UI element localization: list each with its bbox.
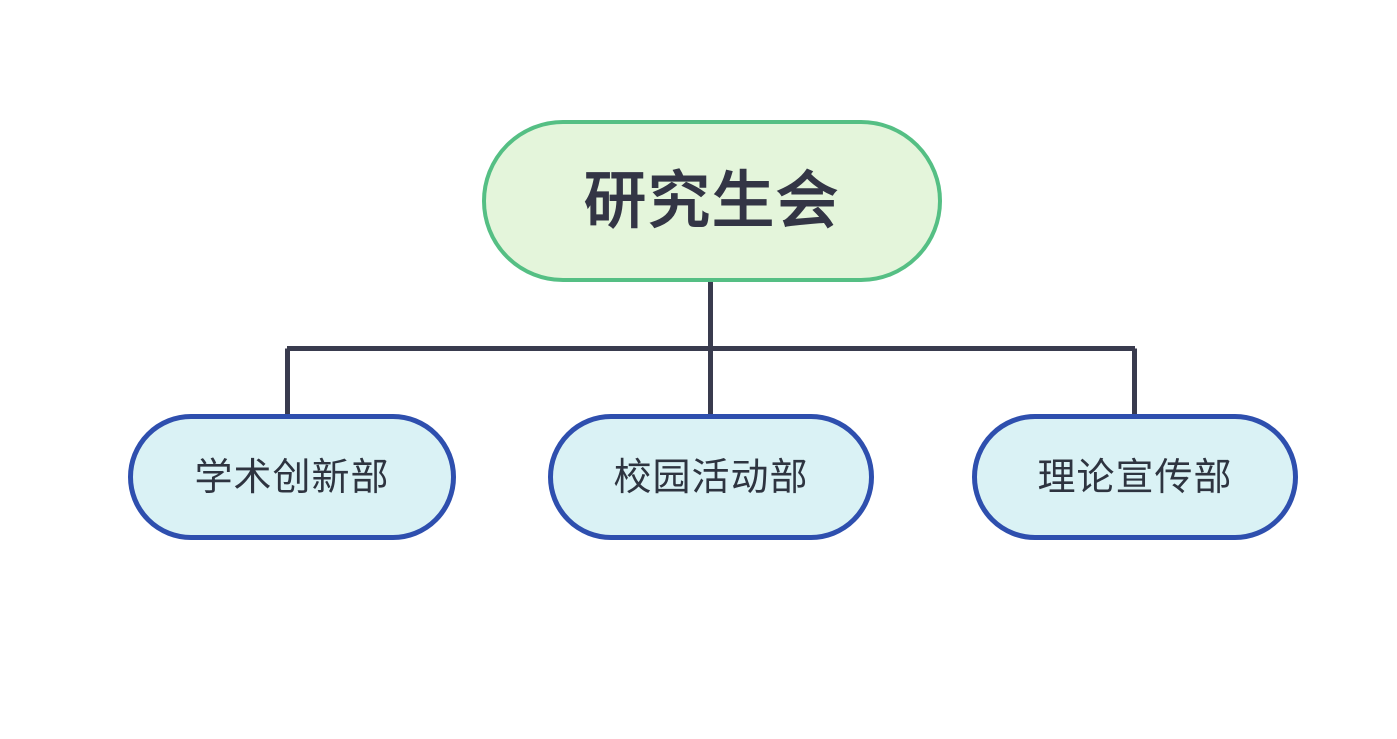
node-root[interactable]: 研究生会: [482, 120, 942, 282]
node-academic-innovation[interactable]: 学术创新部: [128, 414, 456, 540]
node-theory-publicity[interactable]: 理论宣传部: [972, 414, 1298, 540]
node-academic-innovation-label: 学术创新部: [194, 455, 390, 499]
node-theory-publicity-label: 理论宣传部: [1037, 455, 1233, 499]
node-campus-activities[interactable]: 校园活动部: [548, 414, 874, 540]
node-campus-activities-label: 校园活动部: [613, 455, 809, 499]
node-root-label: 研究生会: [583, 164, 840, 237]
